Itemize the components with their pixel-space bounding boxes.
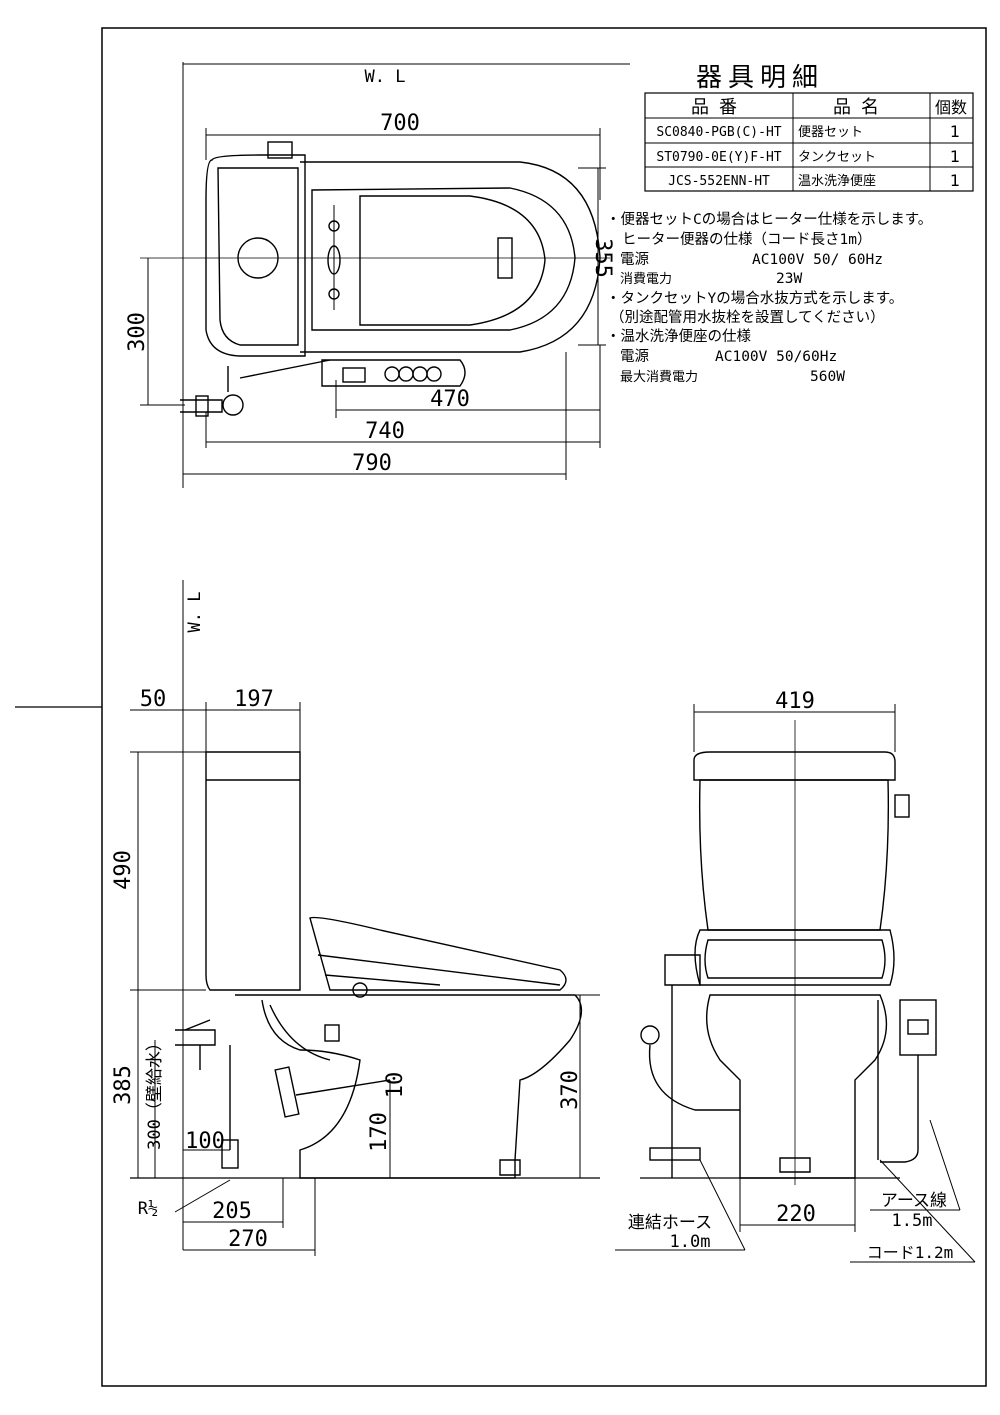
dim-170: 170	[367, 1112, 392, 1152]
side-dimension-lines	[130, 702, 600, 1256]
row2-name: タンクセット	[798, 150, 876, 165]
note-consumption-label: 消費電力	[620, 272, 672, 287]
hose-label: 連結ホース	[628, 1213, 712, 1233]
dim-370: 370	[558, 1070, 583, 1110]
r-half-label: R½	[138, 1199, 158, 1219]
note-heater-line: ・便器セットCの場合はヒーター仕様を示します。	[606, 211, 932, 228]
dim-100: 100	[185, 1129, 225, 1154]
dim-790: 790	[352, 451, 392, 476]
row2-part-no: ST0790-0E(Y)F-HT	[656, 150, 781, 165]
dim-490: 490	[111, 850, 136, 890]
row3-qty: 1	[950, 171, 960, 190]
dimension-labels: 700 355 300 470 740 790 50 197 490 385 3…	[111, 111, 816, 1252]
row3-name: 温水洗浄便座	[798, 174, 876, 189]
earth-label: アース線	[881, 1191, 947, 1211]
note-tank-line: ・タンクセットYの場合水抜方式を示します。	[606, 290, 903, 307]
table-title: 器具明細	[696, 63, 824, 93]
front-dimension-lines	[615, 704, 976, 1263]
earth-length-label: 1.5m	[892, 1211, 933, 1231]
dim-419: 419	[775, 689, 815, 714]
header-part-no: 品番	[691, 97, 747, 118]
note-consumption-value: 23W	[776, 271, 802, 287]
side-view	[175, 580, 583, 1250]
note-seat-max-value: 560W	[810, 369, 845, 385]
row1-name: 便器セット	[798, 125, 863, 140]
row1-part-no: SC0840-PGB(C)-HT	[656, 125, 781, 140]
note-seat-max-label: 最大消費電力	[620, 370, 698, 385]
row3-part-no: JCS-552ENN-HT	[668, 174, 770, 189]
wall-water-label: 300（壁給水）	[145, 1034, 165, 1150]
annotation-labels: W. L W. L 300（壁給水） R½ 連結ホース 1.0m アース線 1.…	[138, 67, 954, 1262]
note-seat-power-label: 電源	[620, 348, 649, 365]
wl-top-label: W. L	[365, 67, 406, 87]
cord-label: コード1.2m	[867, 1243, 954, 1262]
dim-385: 385	[111, 1065, 136, 1105]
row1-qty: 1	[950, 122, 960, 141]
note-heater-spec: ヒーター便器の仕様（コード長さ1m）	[622, 231, 871, 248]
row2-qty: 1	[950, 147, 960, 166]
dim-197: 197	[234, 687, 274, 712]
note-power-value: AC100V 50/ 60Hz	[752, 252, 883, 268]
dim-470: 470	[430, 387, 470, 412]
hose-length-label: 1.0m	[670, 1232, 711, 1252]
note-seat-line: ・温水洗浄便座の仕様	[606, 328, 751, 345]
wl-side-label: W. L	[185, 592, 205, 633]
dim-740: 740	[365, 419, 405, 444]
dim-50: 50	[140, 687, 167, 712]
header-name: 品名	[833, 97, 889, 118]
dim-220: 220	[776, 1202, 816, 1227]
dim-270: 270	[228, 1227, 268, 1252]
note-seat-power-value: AC100V 50/60Hz	[715, 349, 837, 365]
header-qty: 個数	[935, 98, 967, 117]
spec-notes: ・便器セットCの場合はヒーター仕様を示します。 ヒーター便器の仕様（コード長さ1…	[606, 211, 932, 385]
note-tank-spec: （別途配管用水抜栓を設置してください）	[610, 309, 885, 326]
parts-table: 器具明細 品番 品名 個数 SC0840-PGB(C)-HT 便器セット 1 S…	[644, 63, 974, 192]
top-dimension-lines	[140, 128, 606, 480]
dim-700: 700	[380, 111, 420, 136]
front-view	[640, 751, 937, 1179]
dim-10: 10	[383, 1072, 408, 1099]
dim-300: 300	[125, 312, 150, 352]
dim-355: 355	[590, 238, 615, 278]
dim-205: 205	[212, 1199, 252, 1224]
note-power-label: 電源	[620, 251, 649, 268]
